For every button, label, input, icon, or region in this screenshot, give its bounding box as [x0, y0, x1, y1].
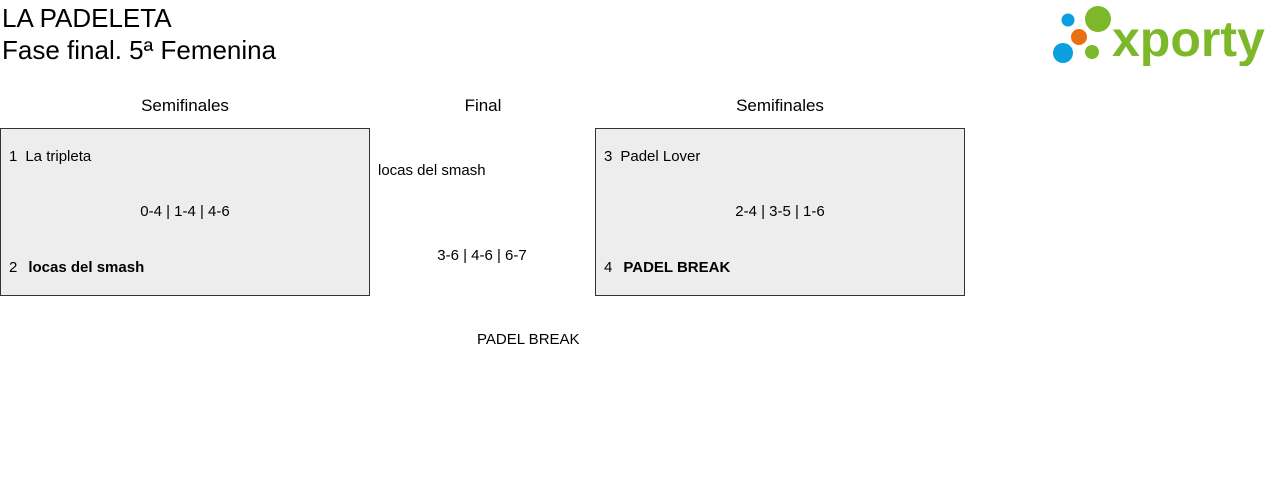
team-seed: 2 — [9, 259, 18, 276]
team-seed: 3 — [604, 148, 613, 165]
match-score: 0-4 | 1-4 | 4-6 — [140, 203, 230, 220]
final-team-1: locas del smash — [378, 162, 486, 179]
team-row-winner: 2 locas del smash — [9, 259, 144, 276]
team-name: PADEL BREAK — [623, 259, 731, 276]
club-name: LA PADELETA — [2, 3, 172, 33]
round-header-final: Final — [464, 96, 502, 115]
team-seed: 4 — [604, 259, 613, 276]
page-header: LA PADELETA Fase final. 5ª Femenina — [2, 2, 276, 66]
svg-text:xporty: xporty — [1112, 11, 1265, 66]
team-row-winner: 4 PADEL BREAK — [604, 259, 730, 276]
xporty-logo: xporty — [1053, 6, 1265, 66]
team-row: 3 Padel Lover — [604, 148, 700, 165]
team-row: 1 La tripleta — [9, 148, 91, 165]
match-score: 2-4 | 3-5 | 1-6 — [735, 203, 825, 220]
semifinal-match-right[interactable]: 3 Padel Lover 2-4 | 3-5 | 1-6 4 PADEL BREA… — [595, 128, 965, 296]
team-name: locas del smash — [28, 259, 145, 276]
final-team-2: PADEL BREAK — [477, 331, 580, 348]
round-header-semifinal-left: Semifinales — [141, 96, 229, 115]
round-header-semifinal-right: Semifinales — [736, 96, 824, 115]
semifinal-match-left[interactable]: 1 La tripleta 0-4 | 1-4 | 4-6 2 locas del … — [0, 128, 370, 296]
page-title: Fase final. 5ª Femenina — [2, 35, 277, 65]
team-name: La tripleta — [25, 148, 92, 165]
final-score: 3-6 | 4-6 | 6-7 — [437, 247, 527, 264]
team-seed: 1 — [9, 148, 18, 165]
team-name: Padel Lover — [620, 148, 701, 165]
